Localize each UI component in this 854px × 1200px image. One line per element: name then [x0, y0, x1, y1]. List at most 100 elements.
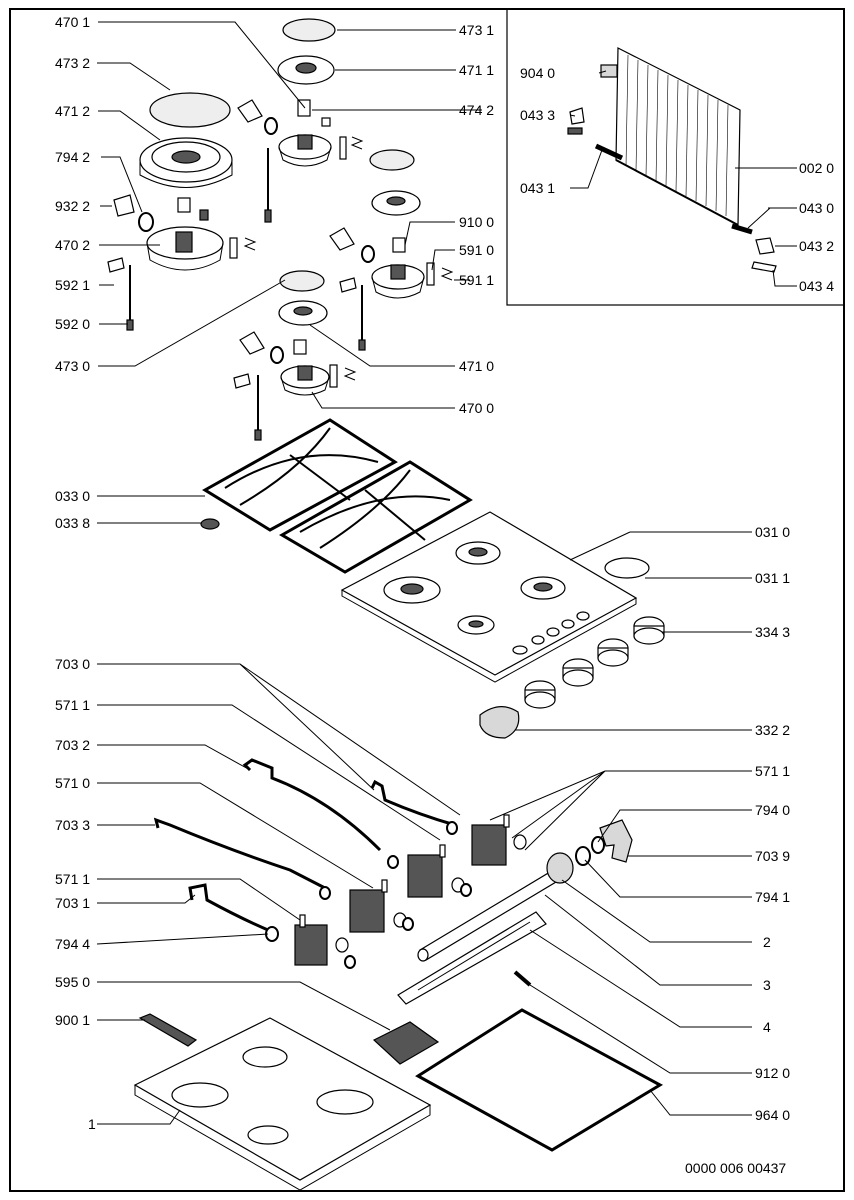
callout-471-2: 471 2 — [55, 103, 90, 119]
knob-3 — [597, 638, 629, 667]
glass-lid-002-0 — [615, 47, 741, 226]
seal-794-0 — [591, 836, 605, 854]
bracket-900-1 — [138, 1013, 198, 1047]
callout-043-0: 043 0 — [799, 200, 834, 216]
knobs — [479, 616, 665, 739]
callout-470-2: 470 2 — [55, 237, 90, 253]
ignition-button-031-1 — [604, 557, 650, 579]
callout-591-0: 591 0 — [459, 242, 494, 258]
valve-4 — [471, 814, 527, 866]
bottom-parts — [133, 1008, 664, 1191]
valve-3 — [407, 844, 465, 898]
document-id: 0000 006 00437 — [685, 1160, 786, 1176]
callout-591-1: 591 1 — [459, 272, 494, 288]
callout-470-0: 470 0 — [459, 400, 494, 416]
clip-932-2 — [113, 194, 135, 217]
gas-pipe-703-2 — [242, 758, 382, 852]
callout-592-1: 592 1 — [55, 277, 90, 293]
callout-labels: 470 1 473 2 471 2 794 2 932 2 470 2 592 … — [55, 14, 834, 1176]
callout-571-1-r: 571 1 — [755, 763, 790, 779]
callout-043-4: 043 4 — [799, 278, 834, 294]
callout-964-0: 964 0 — [755, 1107, 790, 1123]
hinge-043-3 — [569, 107, 585, 125]
callout-3: 3 — [763, 977, 771, 993]
inset-panel-box — [506, 8, 845, 306]
callout-912-0: 912 0 — [755, 1065, 790, 1081]
callout-1: 1 — [88, 1116, 96, 1132]
burner-cap-small-top — [282, 18, 336, 42]
callout-910-0: 910 0 — [459, 214, 494, 230]
callout-571-0: 571 0 — [55, 775, 90, 791]
valve-2 — [349, 879, 407, 933]
callout-031-0: 031 0 — [755, 524, 790, 540]
callout-332-2: 332 2 — [755, 722, 790, 738]
callout-473-2: 473 2 — [55, 55, 90, 71]
callout-4: 4 — [763, 1019, 771, 1035]
callout-471-1: 471 1 — [459, 62, 494, 78]
ignition-knob-332-2 — [479, 706, 520, 739]
seal-ring-794-2 — [138, 212, 154, 232]
gas-pipe-703-0 — [370, 779, 456, 827]
hinge-pin-043-0 — [731, 223, 753, 235]
callout-2: 2 — [763, 934, 771, 950]
hob-top — [340, 511, 650, 683]
callout-334-3: 334 3 — [755, 624, 790, 640]
screw-912-0 — [513, 970, 532, 987]
callout-592-0: 592 0 — [55, 316, 90, 332]
burner-parts-group — [107, 18, 454, 441]
callout-794-4: 794 4 — [55, 936, 90, 952]
nut-2 — [546, 852, 574, 884]
callout-470-1: 470 1 — [55, 14, 90, 30]
callout-703-1: 703 1 — [55, 895, 90, 911]
callout-571-1-b: 571 1 — [55, 871, 90, 887]
callout-932-2: 932 2 — [55, 198, 90, 214]
hinge-043-2 — [755, 237, 775, 255]
callout-900-1: 900 1 — [55, 1012, 90, 1028]
callout-473-0: 473 0 — [55, 358, 90, 374]
knob-4 — [633, 616, 665, 645]
diagram-border — [9, 8, 845, 1192]
burner-cap-right — [369, 149, 415, 171]
valve-1 — [294, 914, 349, 966]
gas-parts — [153, 758, 633, 1005]
callout-595-0: 595 0 — [55, 974, 90, 990]
knob-1 — [524, 680, 556, 709]
callout-571-1-a: 571 1 — [55, 697, 90, 713]
callout-794-0: 794 0 — [755, 802, 790, 818]
callout-043-3: 043 3 — [520, 107, 555, 123]
callout-043-1: 043 1 — [520, 180, 555, 196]
rubber-foot-033-8 — [200, 518, 220, 530]
elbow-fitting-703-9 — [599, 819, 633, 863]
callout-473-1: 473 1 — [459, 22, 494, 38]
injector-474-2 — [297, 99, 311, 117]
callout-703-3: 703 3 — [55, 817, 90, 833]
callout-043-2: 043 2 — [799, 238, 834, 254]
callout-474-2: 474 2 — [459, 102, 494, 118]
inset-lid-parts — [567, 47, 777, 273]
callout-471-0: 471 0 — [459, 358, 494, 374]
gas-pipe-703-1 — [188, 883, 269, 932]
pan-support-left — [202, 418, 398, 532]
pan-support-right — [279, 460, 473, 574]
callout-794-1: 794 1 — [755, 889, 790, 905]
callout-794-2: 794 2 — [55, 149, 90, 165]
leader-lines — [96, 21, 797, 1125]
hinge-pin-043-1 — [594, 143, 624, 161]
seal-794-1 — [575, 846, 591, 866]
spark-generator-595-0 — [372, 1021, 440, 1065]
callout-904-0: 904 0 — [520, 65, 555, 81]
callout-031-1: 031 1 — [755, 570, 790, 586]
bumper-904-0 — [600, 64, 618, 78]
burner-cap-large — [149, 92, 231, 128]
callout-033-8: 033 8 — [55, 515, 90, 531]
callout-002-0: 002 0 — [799, 160, 834, 176]
knob-2 — [562, 658, 594, 687]
pan-supports — [200, 418, 473, 574]
gasket-964-0 — [415, 1008, 664, 1152]
callout-033-0: 033 0 — [55, 488, 90, 504]
gas-pipe-703-3 — [153, 817, 326, 890]
callout-703-0: 703 0 — [55, 656, 90, 672]
callout-703-2: 703 2 — [55, 737, 90, 753]
hinge-plate-043-4 — [751, 261, 777, 273]
